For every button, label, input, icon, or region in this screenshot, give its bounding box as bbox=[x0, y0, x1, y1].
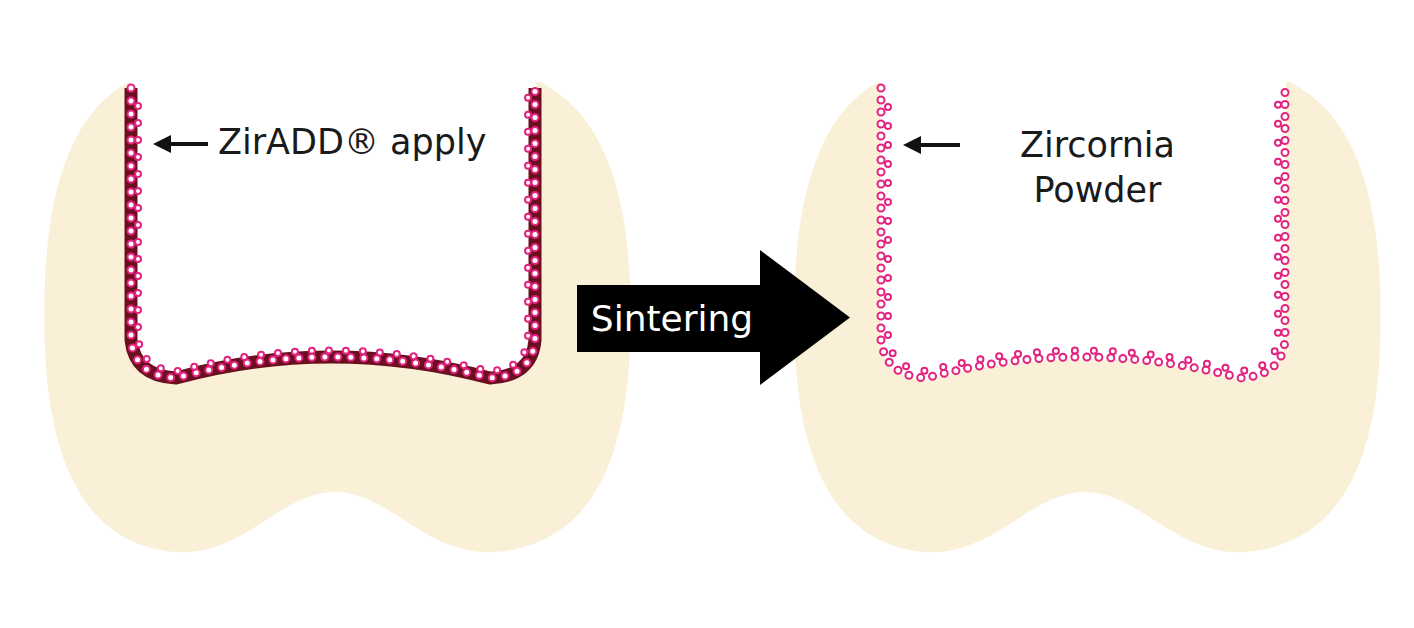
block-arrow: Sintering bbox=[577, 250, 850, 385]
callout-label: ZirADD® apply bbox=[218, 120, 518, 165]
crown-after bbox=[794, 82, 1380, 552]
node-text: Sintering bbox=[577, 285, 767, 352]
callout-label: Zircornia Powder bbox=[990, 123, 1205, 213]
leader-arrow bbox=[153, 135, 208, 153]
crown-before bbox=[44, 82, 630, 552]
leader-arrow bbox=[903, 136, 960, 154]
